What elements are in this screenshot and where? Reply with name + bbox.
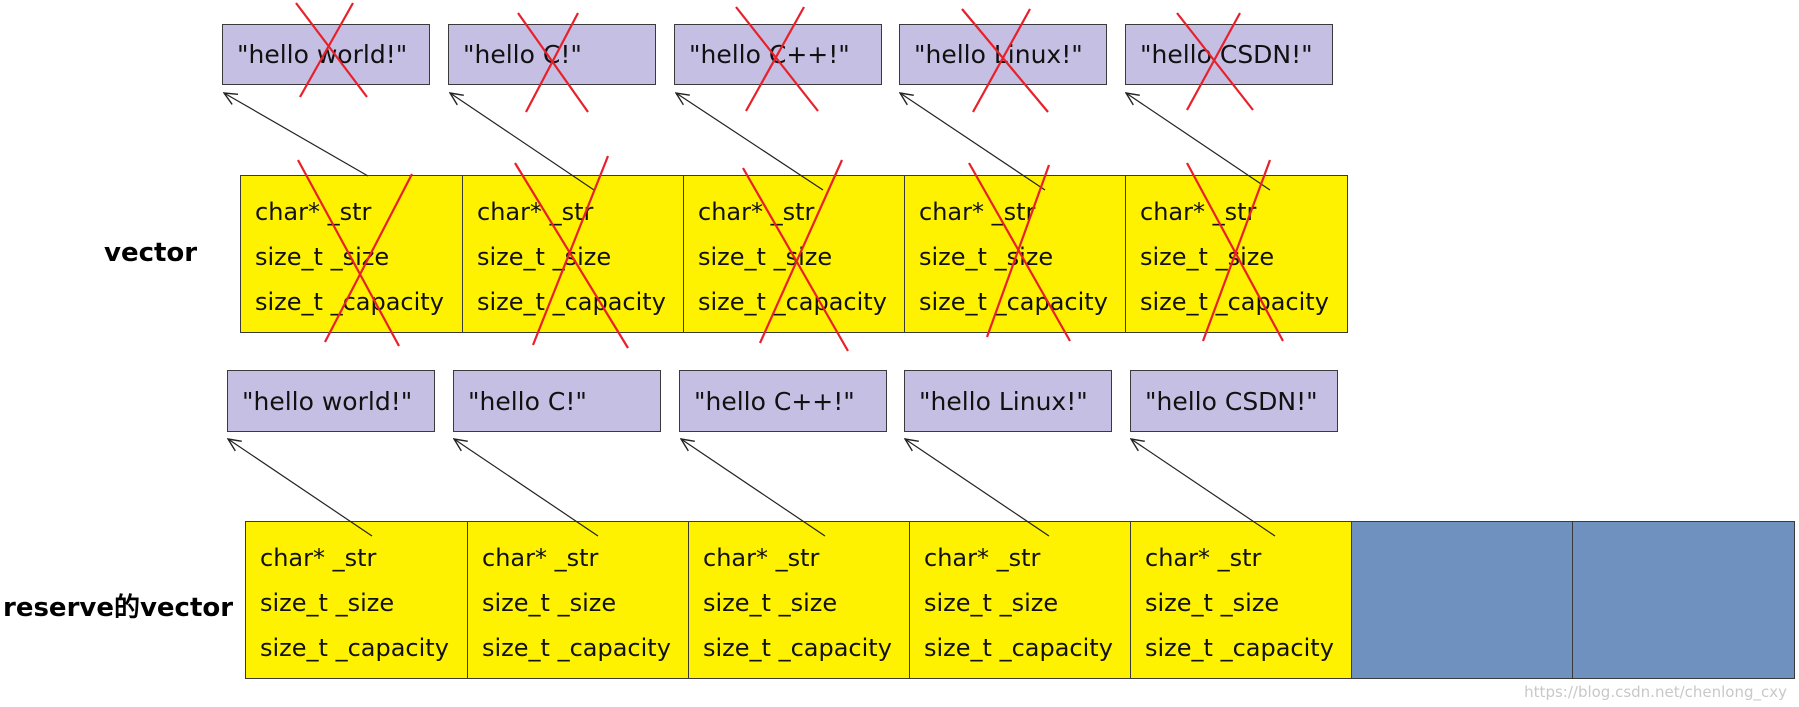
top-cell-5: char* _str size_t _size size_t _capacity (1125, 175, 1348, 333)
bottom-cell-1: char* _str size_t _size size_t _capacity (245, 521, 468, 679)
top-cell-4-capacity: size_t _capacity (919, 288, 1108, 316)
top-pointer-arrow-1 (224, 93, 369, 177)
top-cell-3-capacity: size_t _capacity (698, 288, 887, 316)
bottom-cell-1-size: size_t _size (260, 589, 395, 617)
top-cell-1-str: char* _str (255, 198, 372, 226)
bottom-cell-5-size: size_t _size (1145, 589, 1280, 617)
top-cell-2-capacity: size_t _capacity (477, 288, 666, 316)
top-cell-1-size: size_t _size (255, 243, 390, 271)
top-cell-3-str: char* _str (698, 198, 815, 226)
bottom-cell-5-capacity: size_t _capacity (1145, 634, 1334, 662)
reserved-empty-cell-2 (1572, 521, 1795, 679)
bottom-string-box-3: "hello C++!" (679, 370, 887, 432)
bottom-cell-2-str: char* _str (482, 544, 599, 572)
top-cell-4-size: size_t _size (919, 243, 1054, 271)
top-cell-4: char* _str size_t _size size_t _capacity (904, 175, 1127, 333)
top-cell-1-capacity: size_t _capacity (255, 288, 444, 316)
bottom-cell-4-str: char* _str (924, 544, 1041, 572)
bottom-cell-3: char* _str size_t _size size_t _capacity (688, 521, 911, 679)
vector-label: vector (104, 238, 198, 268)
bottom-cell-3-capacity: size_t _capacity (703, 634, 892, 662)
top-cell-5-size: size_t _size (1140, 243, 1275, 271)
top-string-text-1: "hello world!" (237, 40, 408, 69)
top-cell-3: char* _str size_t _size size_t _capacity (683, 175, 906, 333)
watermark: https://blog.csdn.net/chenlong_cxy (1524, 683, 1787, 701)
top-cell-4-str: char* _str (919, 198, 1036, 226)
bottom-cell-2: char* _str size_t _size size_t _capacity (467, 521, 690, 679)
top-string-text-3: "hello C++!" (689, 40, 850, 69)
bottom-string-box-4: "hello Linux!" (904, 370, 1112, 432)
top-cell-5-str: char* _str (1140, 198, 1257, 226)
bottom-cell-3-size: size_t _size (703, 589, 838, 617)
bottom-string-box-1: "hello world!" (227, 370, 435, 432)
bottom-cell-2-size: size_t _size (482, 589, 617, 617)
bottom-string-text-2: "hello C!" (468, 386, 587, 416)
bottom-string-text-4: "hello Linux!" (919, 386, 1088, 416)
top-string-box-3: "hello C++!" (674, 24, 882, 85)
bottom-string-text-1: "hello world!" (242, 386, 413, 416)
top-cell-2-size: size_t _size (477, 243, 612, 271)
bottom-string-text-3: "hello C++!" (694, 386, 855, 416)
top-string-box-2: "hello C!" (448, 24, 656, 85)
bottom-cell-2-capacity: size_t _capacity (482, 634, 671, 662)
bottom-cell-4-capacity: size_t _capacity (924, 634, 1113, 662)
top-cell-2: char* _str size_t _size size_t _capacity (462, 175, 685, 333)
top-cell-3-size: size_t _size (698, 243, 833, 271)
bottom-string-box-2: "hello C!" (453, 370, 661, 432)
top-cell-1: char* _str size_t _size size_t _capacity (240, 175, 463, 333)
reserved-empty-cell-1 (1351, 521, 1574, 679)
bottom-cell-1-capacity: size_t _capacity (260, 634, 449, 662)
top-string-box-4: "hello Linux!" (899, 24, 1107, 85)
bottom-cell-5-str: char* _str (1145, 544, 1262, 572)
top-string-box-1: "hello world!" (222, 24, 430, 85)
bottom-cell-4-size: size_t _size (924, 589, 1059, 617)
top-string-text-4: "hello Linux!" (914, 40, 1083, 69)
bottom-string-text-5: "hello CSDN!" (1145, 386, 1318, 416)
reserve-vector-label: reserve的vector (3, 593, 234, 623)
bottom-cell-5: char* _str size_t _size size_t _capacity (1130, 521, 1353, 679)
bottom-cell-4: char* _str size_t _size size_t _capacity (909, 521, 1132, 679)
top-string-text-2: "hello C!" (463, 40, 582, 69)
bottom-cell-3-str: char* _str (703, 544, 820, 572)
top-cell-5-capacity: size_t _capacity (1140, 288, 1329, 316)
bottom-string-box-5: "hello CSDN!" (1130, 370, 1338, 432)
top-string-text-5: "hello CSDN!" (1140, 40, 1313, 69)
bottom-cell-1-str: char* _str (260, 544, 377, 572)
top-cell-2-str: char* _str (477, 198, 594, 226)
top-string-box-5: "hello CSDN!" (1125, 24, 1333, 85)
